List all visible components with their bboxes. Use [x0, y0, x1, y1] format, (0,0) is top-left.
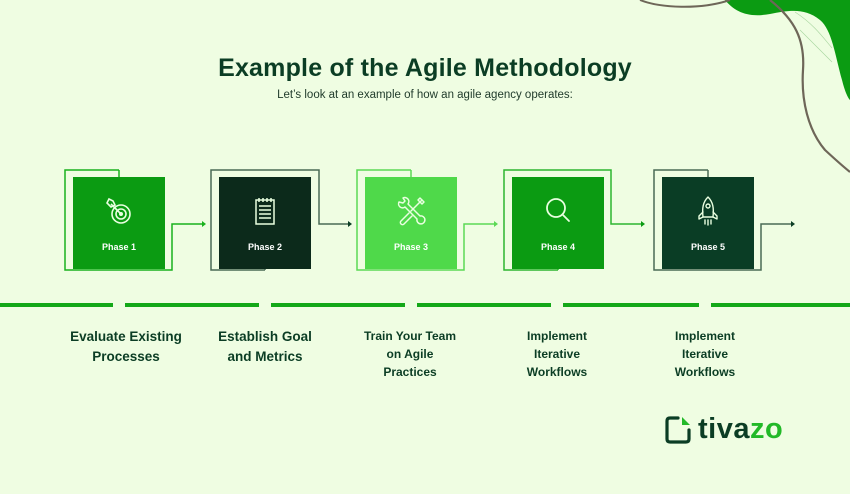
step-1-text: Evaluate Existing Processes — [56, 327, 196, 367]
phase-2-box: Phase 2 — [219, 177, 311, 269]
timeline-segment-3 — [271, 303, 405, 307]
phase-4-card: Phase 4 — [503, 168, 653, 273]
phase-1-box: Phase 1 — [73, 177, 165, 269]
phase-2-label: Phase 2 — [247, 242, 283, 252]
page-subtitle: Let’s look at an example of how an agile… — [277, 89, 573, 101]
step-1-line-1: Evaluate Existing — [70, 329, 182, 344]
phase-5-connector — [653, 169, 795, 271]
phase-2-card: Phase 2 — [210, 168, 360, 273]
phase-3-connector — [356, 169, 498, 271]
step-2-line-1: Establish Goal — [218, 329, 312, 344]
logo-text-part2: zo — [749, 413, 784, 445]
step-3-line-3: Practices — [383, 365, 437, 379]
phase-1-connector — [64, 169, 206, 271]
timeline-segment-1 — [0, 303, 113, 307]
step-2-line-2: and Metrics — [227, 349, 303, 364]
logo-text-part1: tiva — [698, 413, 750, 445]
step-4-text: Implement Iterative Workflows — [502, 327, 612, 381]
step-3-text: Train Your Team on Agile Practices — [350, 327, 470, 381]
phase-3-card: Phase 3 — [356, 168, 506, 273]
phase-5-box: Phase 5 — [662, 177, 754, 269]
rocket-icon — [698, 196, 718, 226]
tools-icon — [397, 196, 426, 226]
phase-5-card: Phase 5 — [653, 168, 803, 273]
tivazo-logo: tivazo — [664, 413, 783, 446]
timeline-segment-4 — [417, 303, 551, 307]
step-5-line-2: Iterative — [681, 347, 729, 361]
step-1-line-2: Processes — [92, 349, 160, 364]
notepad-icon — [255, 198, 275, 225]
phase-1-card: Phase 1 — [64, 168, 214, 273]
page-title: Example of the Agile Methodology — [218, 54, 632, 82]
step-3-line-2: on Agile — [386, 347, 434, 361]
step-3-line-1: Train Your Team — [363, 329, 457, 343]
step-5-line-3: Workflows — [674, 365, 736, 379]
timeline-segment-2 — [125, 303, 259, 307]
phase-3-box: Phase 3 — [365, 177, 457, 269]
target-icon — [106, 197, 131, 224]
phase-3-label: Phase 3 — [393, 242, 429, 252]
phase-1-label: Phase 1 — [101, 242, 137, 252]
step-4-line-3: Workflows — [526, 365, 588, 379]
step-5-text: Implement Iterative Workflows — [650, 327, 760, 381]
search-icon — [546, 198, 570, 222]
timeline-segment-5 — [563, 303, 699, 307]
step-4-line-1: Implement — [526, 329, 587, 343]
step-5-line-1: Implement — [674, 329, 735, 343]
tivazo-logo-icon — [665, 415, 691, 444]
step-4-line-2: Iterative — [533, 347, 581, 361]
tivazo-logo-text: tivazo — [698, 413, 783, 446]
timeline-segment-6 — [711, 303, 850, 307]
phase-5-label: Phase 5 — [690, 242, 726, 252]
step-2-text: Establish Goal and Metrics — [205, 327, 325, 367]
phase-4-label: Phase 4 — [540, 242, 576, 252]
phase-4-box: Phase 4 — [512, 177, 604, 269]
